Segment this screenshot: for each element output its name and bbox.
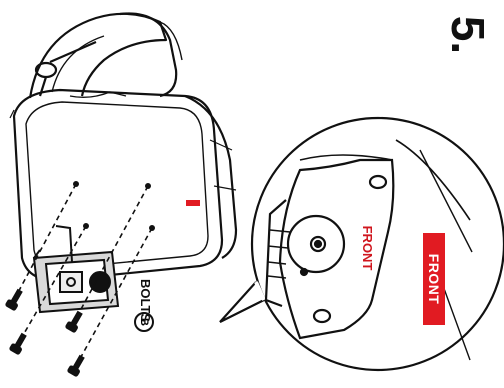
- callout-detail: [219, 116, 504, 372]
- front-mark: [186, 200, 200, 206]
- mounting-holes: [73, 181, 155, 231]
- step-number: 5.: [442, 15, 494, 55]
- bolts: [5, 288, 85, 377]
- chair-armrest: [9, 12, 183, 119]
- front-tag-label: FRONT: [423, 233, 445, 325]
- mounting-plate: [32, 225, 120, 314]
- callout-front-label: FRONT: [360, 225, 375, 271]
- bolts-legend-label: BOLTS: [138, 279, 153, 323]
- guide-lines: [13, 183, 153, 367]
- chair-backrest: [12, 88, 238, 282]
